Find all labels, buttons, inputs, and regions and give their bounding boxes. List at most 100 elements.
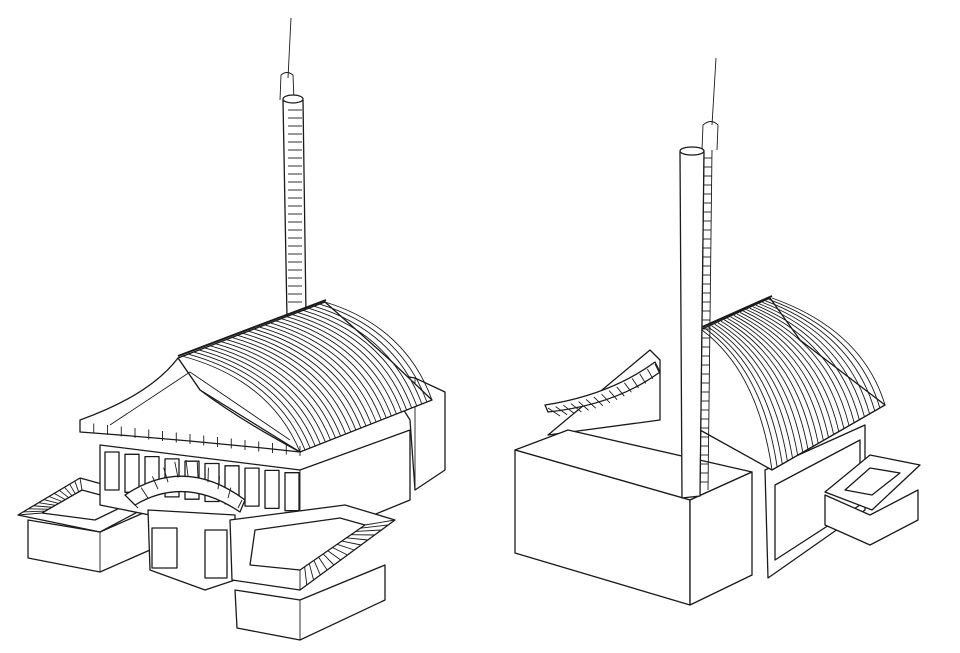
wing-tile (313, 560, 321, 576)
roof-tile (555, 406, 568, 416)
roof-tile-row (733, 315, 824, 441)
wing-tile (43, 499, 59, 504)
roof-tile-row (187, 353, 306, 451)
rear-main-roof (699, 295, 886, 471)
roof-tile-row (275, 320, 387, 419)
boiler-room-box (514, 429, 753, 606)
roof-tile-row (258, 326, 372, 425)
porch-tile (227, 487, 232, 499)
roof-tile-row (308, 307, 418, 407)
window (124, 453, 140, 493)
roof-tile (646, 368, 654, 379)
wing-tile (322, 553, 335, 566)
roof-tile-row (269, 322, 382, 421)
porch-tile (174, 461, 179, 478)
roof-tile-row (231, 336, 347, 435)
roof-tile (639, 373, 647, 384)
roof-tile (570, 403, 582, 413)
roof-tile-row (242, 332, 357, 431)
right-wing (229, 504, 396, 641)
roof-tile (616, 386, 625, 397)
roof-tile-row (302, 309, 413, 409)
roof-tile-row (313, 305, 423, 405)
roof-tile-row (717, 322, 799, 456)
roof-tile (585, 399, 597, 409)
roof-tile-row (286, 316, 397, 415)
rear-side-wing (824, 454, 921, 546)
porch-tile (163, 467, 169, 483)
wing-tile (48, 496, 63, 502)
roof-tile (593, 396, 604, 407)
roof-tile-row (214, 343, 331, 441)
roof-tile-row (264, 324, 377, 423)
roof-tile-row (708, 326, 783, 465)
wing-tile (59, 489, 69, 499)
wing-tile (364, 519, 396, 526)
wing-tile (355, 529, 382, 532)
roof-tile-row (739, 312, 835, 435)
roof-tile-row (247, 330, 362, 429)
wing-tile (346, 537, 368, 541)
main-roof (79, 299, 433, 456)
roof-tile-row (701, 329, 773, 471)
roof-tile-row (771, 297, 886, 406)
roof-tile-row (765, 300, 876, 412)
wing-tile (64, 486, 73, 497)
rear-side-wall (764, 424, 866, 579)
roof-tile-row (192, 351, 311, 449)
window (264, 469, 280, 510)
wing-tile (23, 510, 46, 513)
wing-tile (337, 543, 355, 551)
roof-tile-row (746, 309, 845, 429)
porch-tile (196, 461, 199, 478)
porch-tile (129, 499, 139, 509)
wing-tile (341, 540, 362, 546)
wing-tile (74, 480, 80, 493)
roof-tile-row (743, 310, 840, 432)
roof-tile (563, 404, 575, 414)
roof-tile (578, 401, 589, 411)
roof-tile (654, 363, 661, 375)
wing-tile (69, 483, 76, 495)
roof-tile-row (253, 328, 367, 427)
porch-tile (151, 476, 159, 490)
roof-tile-row (749, 307, 850, 426)
entrance-porch (124, 459, 246, 591)
roof-tile-row (711, 325, 788, 462)
roof-tile-row (198, 349, 316, 447)
roof-tile-row (768, 299, 881, 409)
roof-tile-row (736, 313, 829, 438)
roof-tile-row (704, 328, 778, 468)
roof-tile-row (280, 318, 392, 417)
roof-tile-row (714, 323, 793, 459)
roof-tile (624, 382, 632, 393)
window (244, 467, 260, 507)
roof-tile-row (297, 311, 408, 411)
wing-tile (308, 563, 315, 581)
wing-tile (304, 566, 308, 586)
roof-tile-row (762, 301, 871, 414)
window (284, 472, 300, 512)
roof-tile-row (209, 345, 326, 443)
roof-tile-row (730, 316, 819, 444)
roof-tile-row (752, 306, 855, 423)
rear-view-building (514, 57, 921, 606)
roof-tile-row (724, 319, 809, 450)
roof-tile-row (324, 301, 433, 401)
rear-chimney (679, 57, 719, 499)
roof-tile (601, 393, 611, 404)
roof-tile-row (203, 347, 321, 445)
window (104, 451, 120, 491)
roof-tile-row (225, 338, 342, 437)
wing-tile (53, 493, 66, 500)
wing-tile (17, 512, 43, 516)
wing-tile (332, 547, 348, 556)
rear-left-roof (544, 349, 661, 436)
porch-tile (185, 459, 189, 477)
porch-tile (217, 476, 221, 490)
roof-tile-row (220, 341, 336, 439)
roof-tile (608, 390, 618, 401)
roof-tile-row (720, 320, 804, 453)
roof-tile-row (291, 314, 402, 413)
